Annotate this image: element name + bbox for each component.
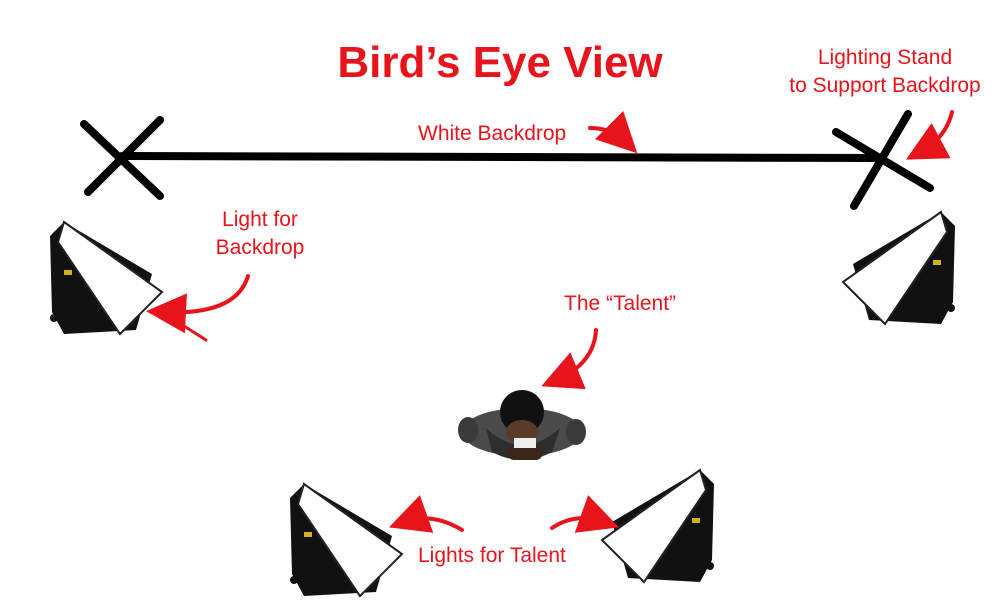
talent-label: The “Talent”: [564, 292, 677, 315]
backdrop-curved-arrow-icon: [588, 110, 638, 154]
talent-light-right-curved-arrow-icon: [550, 495, 620, 533]
talent-light-left-curved-arrow-icon: [388, 495, 464, 533]
stand-label: Lighting Stand to Support Backdrop: [770, 44, 1000, 100]
stand-curved-arrow-icon: [905, 110, 954, 160]
backdrop-line: [118, 152, 884, 162]
softbox-backdrop-right-icon: [842, 211, 956, 325]
left-stand-x-mark-icon: [80, 116, 164, 200]
backdrop-light-label-line1: Light for: [222, 208, 298, 231]
backdrop-light-label: Light for Backdrop: [200, 206, 320, 262]
person-top-view-icon: [458, 390, 586, 460]
stand-label-line2: to Support Backdrop: [789, 74, 981, 97]
backdrop-label: White Backdrop: [418, 122, 567, 145]
softbox-talent-right-icon: [601, 469, 715, 583]
stand-label-line1: Lighting Stand: [817, 46, 953, 69]
softbox-backdrop-left-icon: [49, 221, 163, 335]
backdrop-light-label-line2: Backdrop: [215, 236, 305, 259]
right-stand-x-mark-icon: [832, 110, 934, 210]
talent-curved-arrow-icon: [541, 328, 598, 390]
talent-lights-label: Lights for Talent: [418, 544, 566, 567]
diagram-title: Bird’s Eye View: [337, 38, 663, 87]
backdrop-light-curved-arrow-icon: [146, 274, 250, 334]
softbox-talent-left-icon: [289, 483, 403, 597]
